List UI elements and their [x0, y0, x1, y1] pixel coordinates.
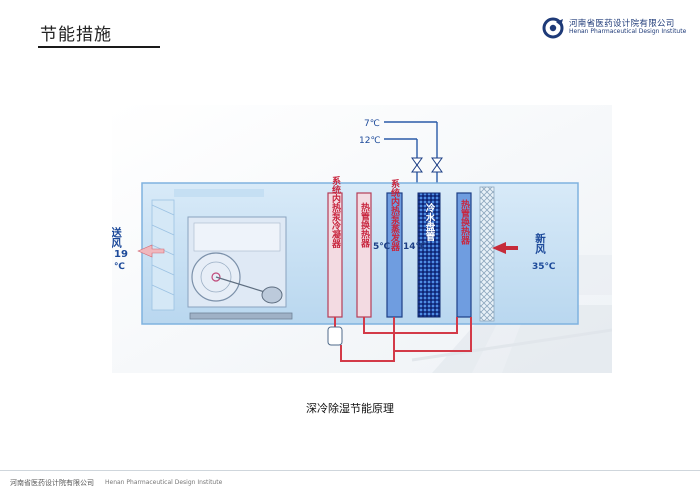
fresh-air-arrow-icon — [492, 242, 518, 254]
title-underline — [38, 46, 160, 48]
diagram-caption: 深冷除湿节能原理 — [306, 402, 394, 415]
ahu-inner-top — [174, 189, 264, 197]
chilled-water-coil-label: 冷水盘管 — [424, 202, 436, 242]
logo-name-cn: 河南省医药设计院有限公司 — [569, 19, 675, 29]
chilled-water-return-temp: 12℃ — [359, 136, 381, 146]
chilled-water-supply-temp: 7℃ — [364, 119, 380, 129]
supply-air-arrow-icon — [137, 244, 165, 258]
heat-pipe-exchanger-1-label: 热管换热器 — [359, 201, 371, 248]
receiver-tank-icon — [327, 326, 343, 346]
coil-temp-right: 14℃ — [403, 242, 427, 252]
company-logo: 河南省医药设计院有限公司 Henan Pharmaceutical Design… — [542, 16, 700, 40]
condenser-coil-label: 系统内热泵冷凝器 — [330, 175, 342, 249]
footer-divider — [0, 470, 700, 471]
page-title: 节能措施 — [40, 25, 112, 45]
heat-pipe-exchanger-2-label: 热管换热器 — [459, 198, 471, 245]
supply-air-temp-unit: ℃ — [114, 262, 125, 272]
supply-air-label: 送风 — [112, 226, 122, 249]
valve-icons — [411, 157, 443, 173]
pre-filter — [479, 186, 495, 322]
logo-name-en: Henan Pharmaceutical Design Institute — [569, 28, 687, 35]
deep-cooling-dehumidification-diagram: 7℃ 12℃ 系统内热泵冷凝器 热管换热器 系统内热泵蒸发器 冷水盘管 热管换热… — [112, 105, 612, 373]
footer-company-en: Henan Pharmaceutical Design Institute — [105, 479, 223, 486]
supply-air-temp: 19 — [114, 249, 128, 260]
coil-temp-left: 5℃ — [373, 242, 390, 252]
logo-icon — [542, 17, 564, 39]
chilled-water-coil — [417, 192, 441, 318]
fan-assembly — [187, 216, 293, 320]
heat-pipe-exchanger-2 — [456, 192, 472, 318]
fresh-air-label: 新风 — [534, 232, 546, 255]
supply-air-louvers — [151, 199, 175, 311]
refrigerant-piping — [334, 317, 472, 362]
evaporator-coil-label: 系统内热泵蒸发器 — [389, 178, 401, 252]
footer-company-cn: 河南省医药设计院有限公司 — [10, 479, 94, 487]
fresh-air-temp: 35℃ — [532, 262, 556, 272]
